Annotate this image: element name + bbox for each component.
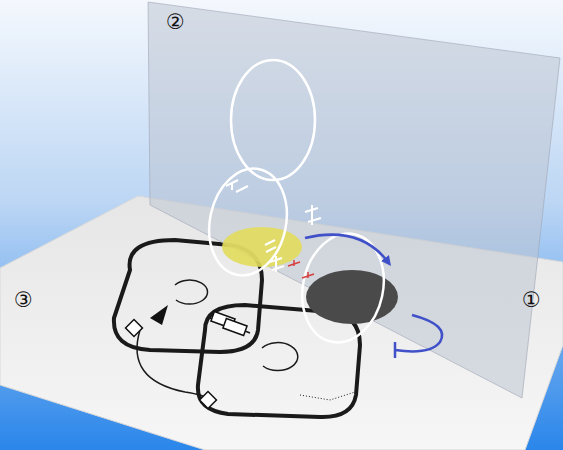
- yellow-disc: [222, 227, 302, 267]
- white-symbols: [226, 180, 321, 272]
- blue-arc: [395, 315, 442, 358]
- white-rings: [200, 60, 394, 350]
- callout-number: ②: [166, 12, 185, 33]
- wall-plane: [148, 2, 560, 398]
- floor-arrowhead: [150, 305, 168, 325]
- callout-number: ①: [522, 290, 541, 311]
- callout-number: ③: [14, 290, 33, 311]
- red-marks: [288, 260, 314, 278]
- blue-arc: [305, 235, 388, 262]
- floor-diamonds: [126, 312, 248, 409]
